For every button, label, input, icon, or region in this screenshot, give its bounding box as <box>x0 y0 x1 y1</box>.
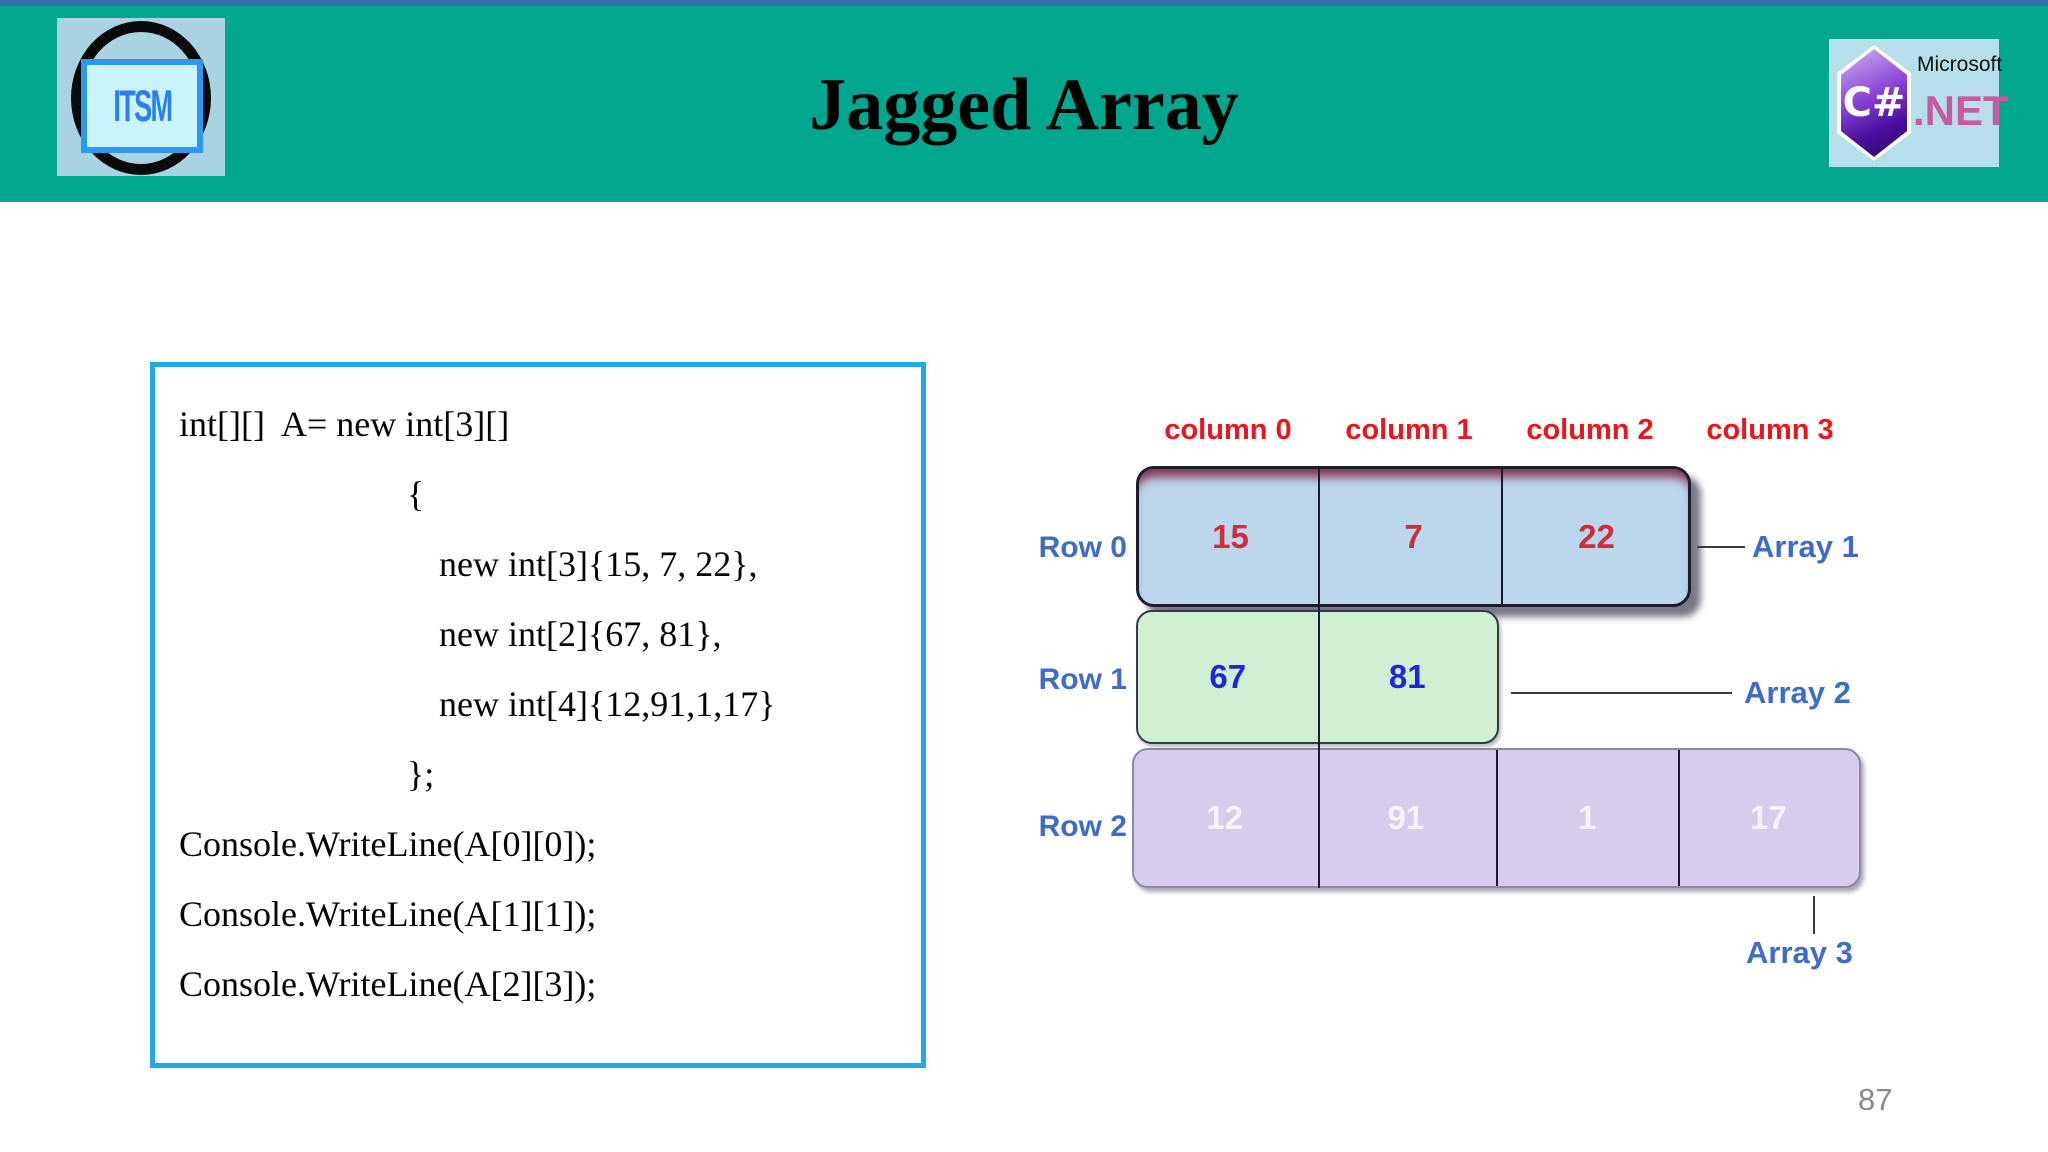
code-line: Console.WriteLine(A[2][3]); <box>179 964 597 1004</box>
row-label-0: Row 0 <box>1038 531 1127 564</box>
array-cell: 7 <box>1404 517 1423 555</box>
dotnet-label: .NET <box>1913 87 2009 134</box>
array-cell: 17 <box>1750 799 1787 836</box>
column-header-0: column 0 <box>1164 414 1292 446</box>
array-label-2: Array 2 <box>1744 675 1851 710</box>
array3-connector-line <box>1813 896 1815 934</box>
row-label-2: Row 2 <box>1038 810 1127 843</box>
column-divider-line <box>1501 469 1503 604</box>
array-label-3: Array 3 <box>1746 935 1853 970</box>
code-line: }; <box>407 754 435 794</box>
column-header-1: column 1 <box>1345 414 1473 446</box>
page-number: 87 <box>1858 1082 1893 1117</box>
csharp-hexagon-fill: C# <box>1841 49 1907 157</box>
itsm-logo-text: ITSM <box>112 80 173 131</box>
code-line: { <box>407 474 425 514</box>
array-cell: 12 <box>1206 799 1243 836</box>
array-cell: 15 <box>1212 517 1249 555</box>
array1-connector-line <box>1697 546 1745 548</box>
column-divider-line <box>1318 466 1320 888</box>
csharp-hexagon-icon: C# <box>1837 45 1911 161</box>
column-header-2: column 2 <box>1526 414 1654 446</box>
array-cell: 81 <box>1388 658 1426 695</box>
array-cell: 22 <box>1578 517 1615 555</box>
code-panel: int[][] A= new int[3][] { new int[3]{15,… <box>150 362 926 1068</box>
dotnet-logo: C# Microsoft .NET <box>1829 39 2009 167</box>
code-line: new int[3]{15, 7, 22}, <box>439 544 758 584</box>
array-cell: 91 <box>1387 799 1425 836</box>
column-divider-line <box>1678 750 1680 886</box>
row-label-1: Row 1 <box>1038 663 1127 696</box>
header-bar <box>0 6 2048 202</box>
code-line: Console.WriteLine(A[1][1]); <box>179 894 597 934</box>
array2-connector-line <box>1511 692 1732 694</box>
top-accent-strip <box>0 0 2048 6</box>
array-cell: 1 <box>1577 799 1597 836</box>
array-label-1: Array 1 <box>1752 529 1859 564</box>
itsm-logo-circle-icon <box>71 21 211 175</box>
itsm-logo-badge: ITSM <box>81 59 203 153</box>
code-line: Console.WriteLine(A[0][0]); <box>179 824 597 864</box>
column-header-3: column 3 <box>1706 414 1834 446</box>
page-title: Jagged Array <box>809 64 1239 146</box>
code-line: new int[2]{67, 81}, <box>439 614 722 654</box>
itsm-logo: ITSM <box>57 18 225 176</box>
column-divider-line <box>1496 750 1498 886</box>
csharp-logo-text: C# <box>1842 80 1906 126</box>
code-line: new int[4]{12,91,1,17} <box>439 684 776 724</box>
array-row-1: 67 81 <box>1136 610 1499 744</box>
array-cell: 67 <box>1209 658 1247 695</box>
code-line: int[][] A= new int[3][] <box>179 404 510 444</box>
microsoft-label: Microsoft <box>1917 53 2003 76</box>
array-row-0: 15 7 22 <box>1136 466 1691 607</box>
